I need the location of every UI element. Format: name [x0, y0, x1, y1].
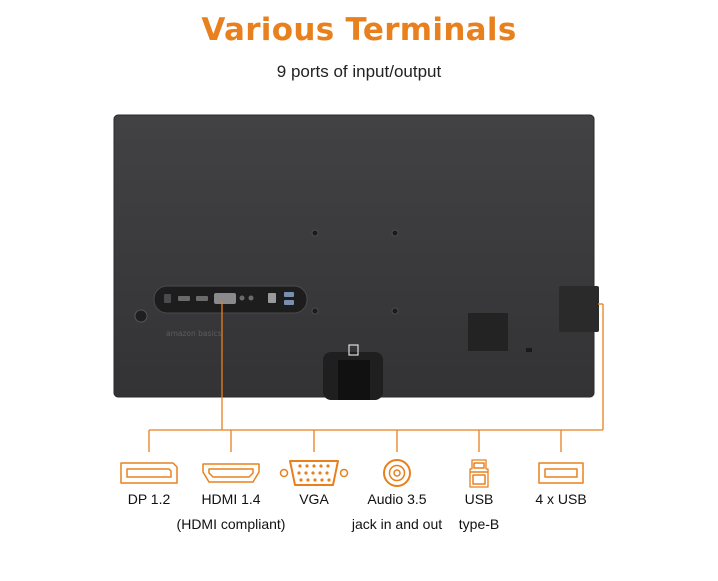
port-label-vga: VGA: [299, 489, 329, 509]
vga-icon: [279, 460, 349, 486]
port-label-dp: DP 1.2: [128, 489, 171, 509]
monitor-logo: amazon basics: [166, 329, 222, 338]
rear-recess: [468, 313, 508, 351]
port-label-line1: USB: [464, 491, 494, 507]
displayport-icon: [120, 462, 178, 484]
vga-pins: [297, 464, 331, 482]
port-label-line1: VGA: [299, 491, 329, 507]
port-label-usb-a: 4 x USB: [535, 489, 586, 509]
vesa-mount-holes: [311, 229, 399, 315]
page-title: Various Terminals: [201, 12, 517, 48]
port-label-line1: 4 x USB: [535, 491, 587, 507]
port-label-audio: Audio 3.5 jack in and out: [352, 489, 442, 534]
callout-lines: [148, 302, 604, 452]
port-label-usb-b: USB type-B: [459, 489, 499, 534]
screw-icon: [134, 309, 148, 323]
port-label-line2: type-B: [458, 516, 500, 532]
port-label-line1: HDMI 1.4: [201, 491, 261, 507]
control-button-block: [559, 286, 599, 332]
usb-type-b-icon: [469, 459, 489, 488]
usb-a-icon: [538, 462, 584, 484]
audio-jack-icon: [383, 459, 411, 487]
port-label-line2: (HDMI compliant): [176, 516, 286, 532]
port-label-line1: DP 1.2: [127, 491, 171, 507]
page-subtitle: 9 ports of input/output: [276, 62, 442, 81]
port-label-line1: Audio 3.5: [367, 491, 427, 507]
monitor-stand-neck: [323, 344, 383, 400]
port-label-line2: jack in and out: [351, 516, 443, 532]
port-label-hdmi: HDMI 1.4 (HDMI compliant): [177, 489, 286, 534]
port-strip-details: [164, 292, 294, 305]
kensington-slot: [526, 348, 532, 352]
hdmi-icon: [202, 463, 260, 483]
